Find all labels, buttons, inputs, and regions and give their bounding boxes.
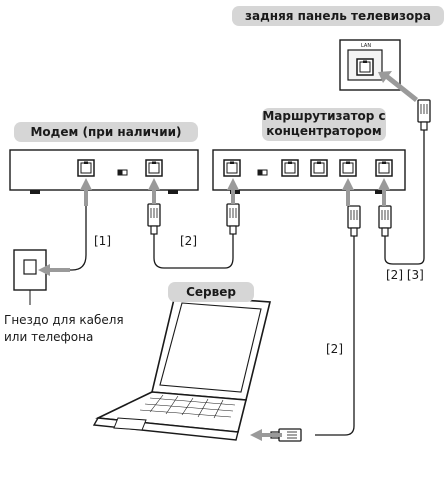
tv-back-panel-label: задняя панель телевизора <box>232 6 444 26</box>
note-1: [1] <box>94 234 111 248</box>
laptop <box>92 294 272 441</box>
note-2-3-router-tv: [2] [3] <box>386 268 424 282</box>
note-2-router-laptop: [2] <box>326 342 343 356</box>
tv-back-panel: LAN <box>339 39 401 91</box>
router-lan-port-2 <box>310 159 328 177</box>
plug-modem-lan <box>147 203 161 235</box>
modem <box>9 149 199 194</box>
router-wan-port <box>223 159 241 177</box>
router-lan-port-4 <box>375 159 393 177</box>
plug-router-lan-4 <box>378 205 392 237</box>
connection-arrows <box>38 71 418 441</box>
note-2-modem-router: [2] <box>180 234 197 248</box>
router-lan-port-1 <box>281 159 299 177</box>
wall-jack-label: Гнездо для кабеля или телефона <box>4 313 124 344</box>
lan-port-label: LAN <box>361 43 371 49</box>
cables <box>44 130 425 436</box>
router-label: Маршрутизатор с концентратором <box>262 108 386 141</box>
plug-router-lan-3 <box>347 205 361 237</box>
modem-lan-port <box>145 159 163 177</box>
modem-label: Модем (при наличии) <box>14 122 198 142</box>
router <box>212 149 406 194</box>
plug-router-wan <box>226 203 240 235</box>
plug-tv <box>417 99 431 131</box>
wall-jack <box>13 249 47 305</box>
modem-line-port <box>77 159 95 177</box>
server-label: Сервер <box>168 282 254 302</box>
router-lan-port-3 <box>339 159 357 177</box>
tv-lan-port <box>356 58 374 76</box>
